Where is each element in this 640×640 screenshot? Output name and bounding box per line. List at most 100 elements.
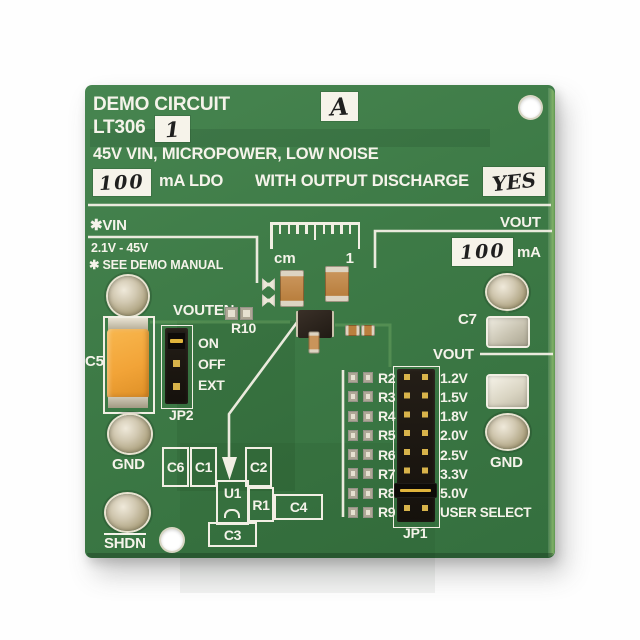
board-edge-bottom <box>87 553 553 558</box>
c5-terminal-top <box>108 318 148 330</box>
discharge-box: YES <box>483 167 545 196</box>
u1-outline: U1 <box>216 480 249 525</box>
c5-terminal-bottom <box>108 397 148 408</box>
board-title-line4b: WITH OUTPUT DISCHARGE <box>255 172 469 190</box>
turret-gnd-right <box>487 415 528 449</box>
smd-capacitor <box>280 270 304 307</box>
jp1-row: R3 <box>348 388 396 405</box>
jp2-pin <box>173 360 180 367</box>
jp1-shunt-5v <box>394 483 437 498</box>
c4-outline: C4 <box>274 494 323 520</box>
vin-label: ✱VIN <box>90 217 127 234</box>
r6-label: R6 <box>378 446 396 463</box>
part-suffix-handwriting: 1 <box>164 116 181 142</box>
board-title-line1: DEMO CIRCUIT <box>93 94 230 115</box>
revision-handwriting: A <box>329 91 350 122</box>
c5-tantalum-capacitor <box>107 329 149 399</box>
u1-notch <box>224 509 240 518</box>
jp1-pin-column <box>404 374 410 519</box>
jp2-pin <box>173 383 180 390</box>
jp1-pin-column <box>422 374 428 519</box>
jp1-row: R7 <box>348 465 396 482</box>
r3-label: R3 <box>378 388 396 405</box>
jp1-outline <box>393 366 440 528</box>
voltage-2v5: 2.5V <box>440 446 468 463</box>
voltage-user-select: USER SELECT <box>440 504 532 520</box>
board-title-line3: 45V VIN, MICROPOWER, LOW NOISE <box>93 145 379 163</box>
voltage-5v0: 5.0V <box>440 485 468 502</box>
smd-part <box>361 325 375 336</box>
board-title-line4a: mA LDO <box>159 172 224 190</box>
solder-pad-bowtie <box>262 278 275 291</box>
turret-shdn <box>106 494 149 531</box>
gnd-right-label: GND <box>490 454 523 471</box>
jp1-row: R8 <box>348 485 396 502</box>
turret-gnd-left <box>109 415 151 453</box>
jp1-resistor-rows: R2 R3 R4 R5 R6 R7 R8 R9 <box>348 369 396 521</box>
jp1-row: R4 <box>348 408 396 424</box>
c1-outline: C1 <box>190 447 217 487</box>
vin-range-label: 2.1V - 45V <box>91 241 149 255</box>
current-rating-box: 100 <box>93 169 151 196</box>
c2-outline: C2 <box>245 447 272 487</box>
turret-vout <box>487 275 527 309</box>
c3-outline: C3 <box>208 522 257 547</box>
voltage-3v3: 3.3V <box>440 465 468 482</box>
solder-pad-bowtie <box>262 294 275 307</box>
board-edge-right <box>548 88 555 557</box>
ruler-mark-label: 1 <box>345 250 354 267</box>
jp2-label: JP2 <box>169 407 194 423</box>
ruler-ticks <box>270 225 360 249</box>
r5-label: R5 <box>378 427 396 444</box>
r9-label: R9 <box>378 504 396 521</box>
jp1-row: R2 <box>348 369 396 386</box>
c5-label: C5 <box>85 353 104 370</box>
r2-label: R2 <box>378 369 396 386</box>
voltage-1v2: 1.2V <box>440 369 468 386</box>
smd-part <box>345 325 360 336</box>
vout-label: VOUT <box>500 214 541 231</box>
jp2-option-off: OFF <box>198 356 226 372</box>
voltage-1v5: 1.5V <box>440 388 468 405</box>
part-suffix-box: 1 <box>155 116 190 142</box>
mounting-hole-bottom-left <box>161 529 183 551</box>
c7-capacitor <box>488 318 528 346</box>
jp2-outline <box>161 325 193 409</box>
vout-unit-label: mA <box>517 244 541 261</box>
shdn-label: SHDN <box>104 533 146 552</box>
current-rating-handwriting: 100 <box>98 170 146 195</box>
mounting-hole-top-right <box>520 97 541 118</box>
revision-box: A <box>321 92 358 121</box>
jp1-row: R9 <box>348 504 396 521</box>
jp2-option-ext: EXT <box>198 377 225 393</box>
ruler-unit-label: cm <box>274 250 296 267</box>
r10-label: R10 <box>231 320 257 336</box>
voltage-1v8: 1.8V <box>440 408 468 425</box>
vout-current-box: 100 <box>452 238 513 266</box>
jp1-row: R5 <box>348 427 396 444</box>
vout-current-handwriting: 100 <box>459 239 506 265</box>
jp2-option-on: ON <box>198 335 219 351</box>
smd-capacitor <box>325 266 349 302</box>
jp2-shunt-on <box>167 332 186 350</box>
demo-circuit-board: DEMO CIRCUIT A LT306 1 45V VIN, MICROPOW… <box>85 85 555 593</box>
part-number-label: LT306 <box>93 117 146 138</box>
voltage-2v0: 2.0V <box>440 427 468 444</box>
ruler: cm 1 <box>270 222 360 267</box>
jp1-vout-header: VOUT <box>433 346 474 363</box>
shdn-label-text: SHDN <box>104 533 146 552</box>
jp1-label: JP1 <box>403 525 428 541</box>
r10-pad <box>225 307 238 320</box>
r7-label: R7 <box>378 465 396 482</box>
vouten-label: VOUTEN <box>173 302 235 319</box>
c7-label: C7 <box>458 311 477 328</box>
discharge-handwriting: YES <box>490 167 538 196</box>
smd-resistor <box>308 331 320 354</box>
r8-label: R8 <box>378 485 396 502</box>
gnd-left-label: GND <box>112 456 145 473</box>
arrow-to-u1 <box>222 457 237 480</box>
jp1-voltage-rows: 1.2V 1.5V 1.8V 2.0V 2.5V 3.3V 5.0V USER … <box>440 369 532 520</box>
c6-outline: C6 <box>162 447 189 487</box>
solder-pad-large <box>488 376 527 407</box>
